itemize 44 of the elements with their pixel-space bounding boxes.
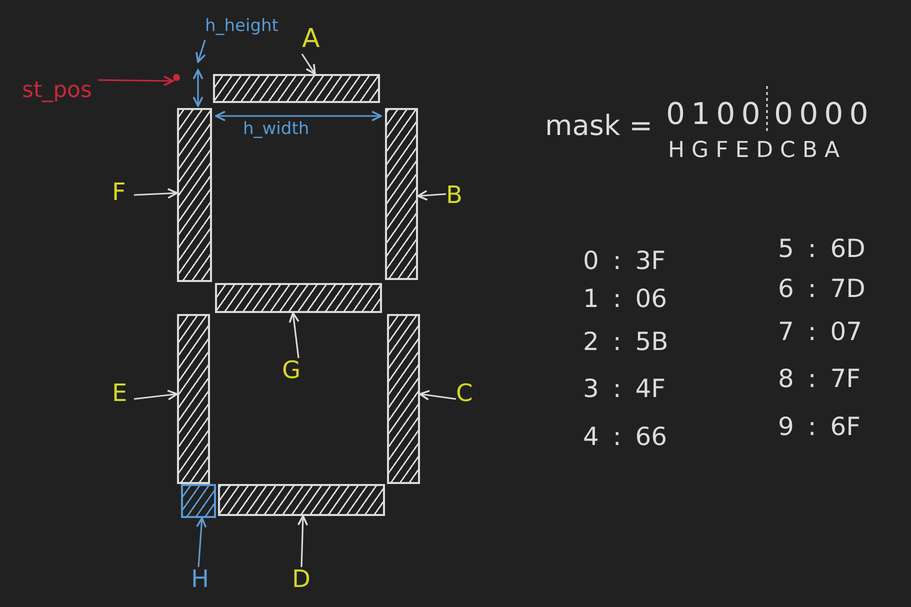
bit-letters: H G F E D C B A [668, 140, 840, 162]
segment-letter: G [282, 358, 304, 384]
arrow [288, 312, 300, 358]
segment-letter: D [292, 567, 314, 593]
segment-letter: H [191, 567, 213, 593]
arrow [196, 517, 207, 568]
dimension-label: h_width [243, 121, 310, 138]
segment-bar [387, 314, 420, 484]
segment-bar [181, 484, 216, 518]
segment-bar [218, 484, 385, 516]
segment-letter: F [112, 180, 134, 206]
segment-bar [177, 108, 212, 282]
arrow [196, 40, 206, 63]
arrow [419, 390, 456, 401]
arrow [417, 190, 446, 201]
lookup-entry: 0 : 3F [583, 248, 666, 273]
lookup-entry: 4 : 66 [583, 424, 668, 449]
segment-letter: B [446, 183, 466, 209]
annotation-text: h_height [205, 18, 281, 40]
start-point-dot [173, 74, 180, 81]
segment-letter: C [456, 381, 478, 407]
lookup-entry: 9 : 6F [778, 414, 861, 439]
lookup-entry: 5 : 6D [778, 236, 866, 261]
lookup-entry: 6 : 7D [778, 276, 866, 301]
lookup-entry: 8 : 7F [778, 366, 861, 391]
lookup-entry: 3 : 4F [583, 376, 666, 401]
segment-letter: E [112, 381, 134, 407]
mask-text: 0000 [774, 100, 874, 130]
annotation-text: st_pos [22, 80, 98, 104]
arrow [297, 515, 308, 568]
mask-text: 0100 [666, 100, 766, 130]
mask-text: mask = [545, 112, 653, 140]
segment-letter: A [302, 26, 328, 54]
arrow [301, 54, 316, 75]
arrow [98, 76, 174, 86]
lookup-entry: 2 : 5B [583, 329, 668, 354]
segment-bar [385, 108, 418, 280]
segment-bar [215, 283, 382, 313]
segment-bar [213, 74, 380, 103]
arrow [134, 390, 178, 400]
lookup-entry: 7 : 07 [778, 319, 862, 344]
segment-bar [177, 314, 210, 484]
lookup-entry: 1 : 06 [583, 286, 668, 311]
arrow [134, 188, 178, 199]
